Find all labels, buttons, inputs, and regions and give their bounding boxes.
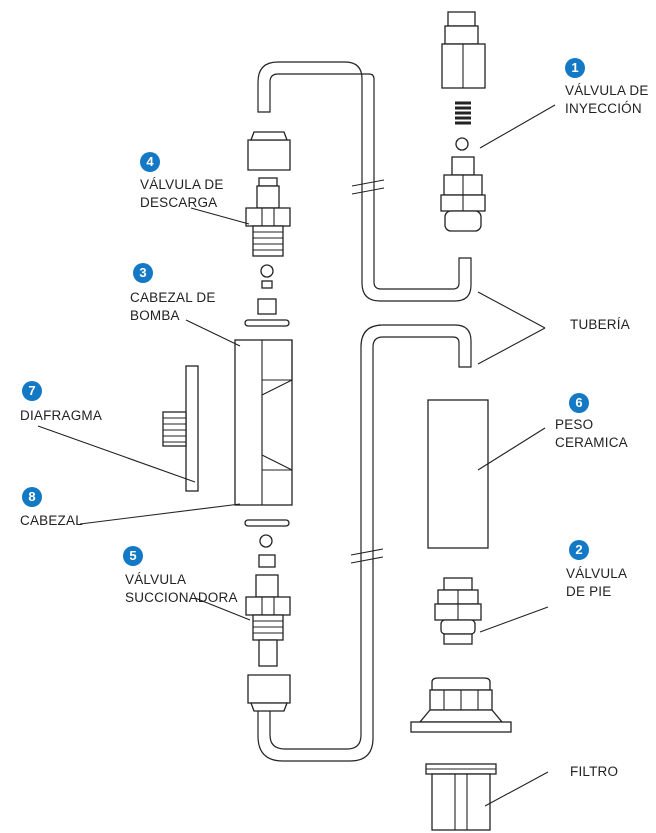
label-injection-valve: VÁLVULA DE INYECCIÓN — [565, 82, 649, 118]
label-diaphragm: DIAFRAGMA — [20, 408, 103, 423]
label-line: CABEZAL DE — [130, 290, 216, 305]
leader-lines — [37, 104, 556, 807]
part-number-badge-6: 6 — [569, 393, 589, 413]
label-ceramic-weight: PESO CERAMICA — [555, 416, 628, 452]
label-line: BOMBA — [130, 308, 180, 323]
label-foot-valve: VÁLVULA DE PIE — [566, 565, 627, 601]
label-line: PESO — [555, 417, 594, 432]
diaphragm — [162, 365, 199, 492]
injection-valve-assembly — [440, 11, 486, 232]
foot-valve-assembly — [434, 577, 482, 645]
part-number-badge-1: 1 — [565, 58, 585, 78]
part-number-badge-5: 5 — [123, 546, 143, 566]
part-number-badge-8: 8 — [22, 487, 42, 507]
label-line: INYECCIÓN — [565, 101, 642, 116]
part-number-badge-7: 7 — [22, 381, 42, 401]
upper-tubing — [257, 61, 472, 302]
label-head-body: CABEZAL — [20, 513, 83, 528]
pump-head — [234, 339, 293, 506]
suction-valve-assembly — [244, 519, 291, 712]
label-line: VÁLVULA DE — [565, 83, 649, 98]
label-line: VÁLVULA DE — [140, 177, 224, 192]
label-tubing: TUBERÍA — [570, 317, 630, 332]
part-number-badge-3: 3 — [133, 263, 153, 283]
label-suction-valve: VÁLVULA SUCCIONADORA — [125, 571, 238, 607]
label-line: VÁLVULA — [125, 572, 187, 587]
label-line: SUCCIONADORA — [125, 590, 238, 605]
discharge-valve-assembly — [244, 131, 291, 327]
part-number-badge-2: 2 — [569, 540, 589, 560]
ceramic-weight — [427, 399, 489, 549]
label-line: CERAMICA — [555, 435, 628, 450]
filter-assembly — [410, 677, 512, 831]
label-line: DESCARGA — [140, 195, 218, 210]
label-line: DE PIE — [566, 584, 612, 599]
label-discharge-valve: VÁLVULA DE DESCARGA — [140, 176, 224, 212]
label-line: VÁLVULA — [566, 566, 628, 581]
label-pump-head: CABEZAL DE BOMBA — [130, 289, 216, 325]
label-filter: FILTRO — [570, 764, 619, 779]
part-number-badge-4: 4 — [140, 152, 160, 172]
